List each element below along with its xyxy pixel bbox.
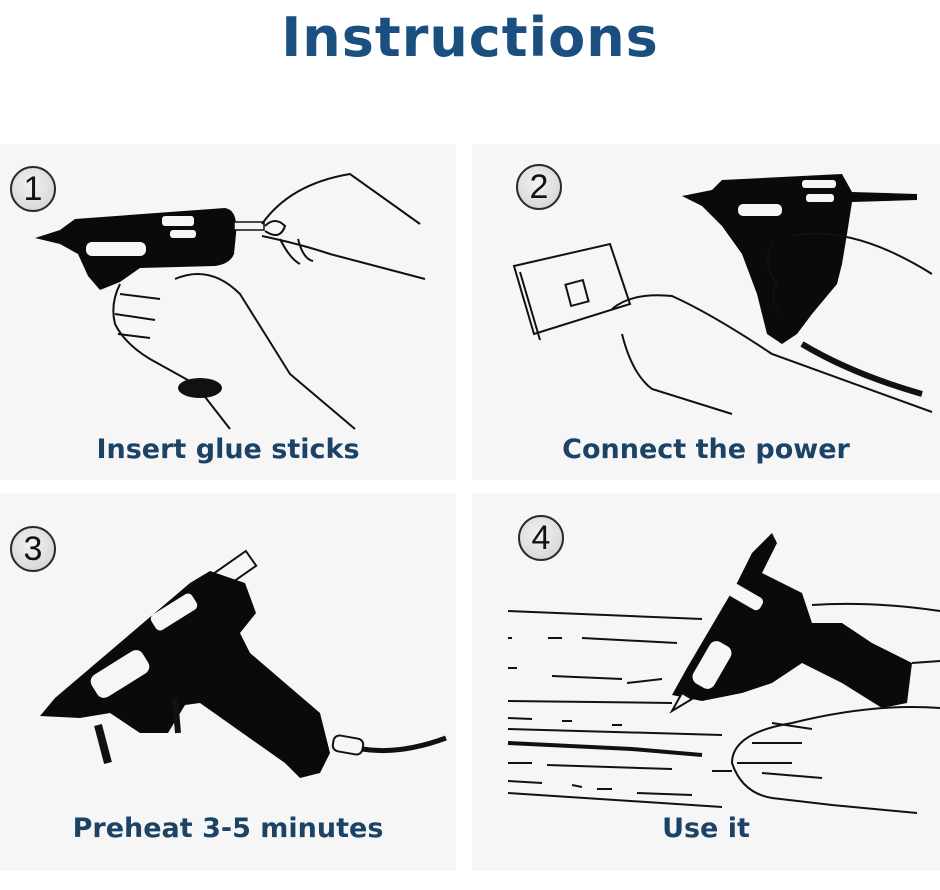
step-caption: Preheat 3-5 minutes xyxy=(72,813,384,844)
glue-gun-insert-illustration xyxy=(35,172,426,430)
connect-power-illustration xyxy=(512,174,933,415)
step-panel-1: 1 Insert glue sticks xyxy=(0,144,456,480)
step-number-badge: 3 xyxy=(10,526,56,572)
step-caption: Insert glue sticks xyxy=(96,434,360,465)
page-title: Instructions xyxy=(281,6,659,69)
step-panel-4: 4 Use it xyxy=(472,493,940,871)
step-panel-3: 3 Preheat 3-5 minutes xyxy=(0,493,456,871)
step-number-badge: 4 xyxy=(518,515,564,561)
step-panel-2: 2 Connect the power xyxy=(472,144,940,480)
step-caption: Use it xyxy=(662,813,750,844)
step-number-badge: 2 xyxy=(516,164,562,210)
preheat-illustration xyxy=(40,549,447,778)
step-caption: Connect the power xyxy=(562,434,850,465)
step-number-badge: 1 xyxy=(10,166,56,212)
use-glue-gun-illustration xyxy=(507,533,940,814)
